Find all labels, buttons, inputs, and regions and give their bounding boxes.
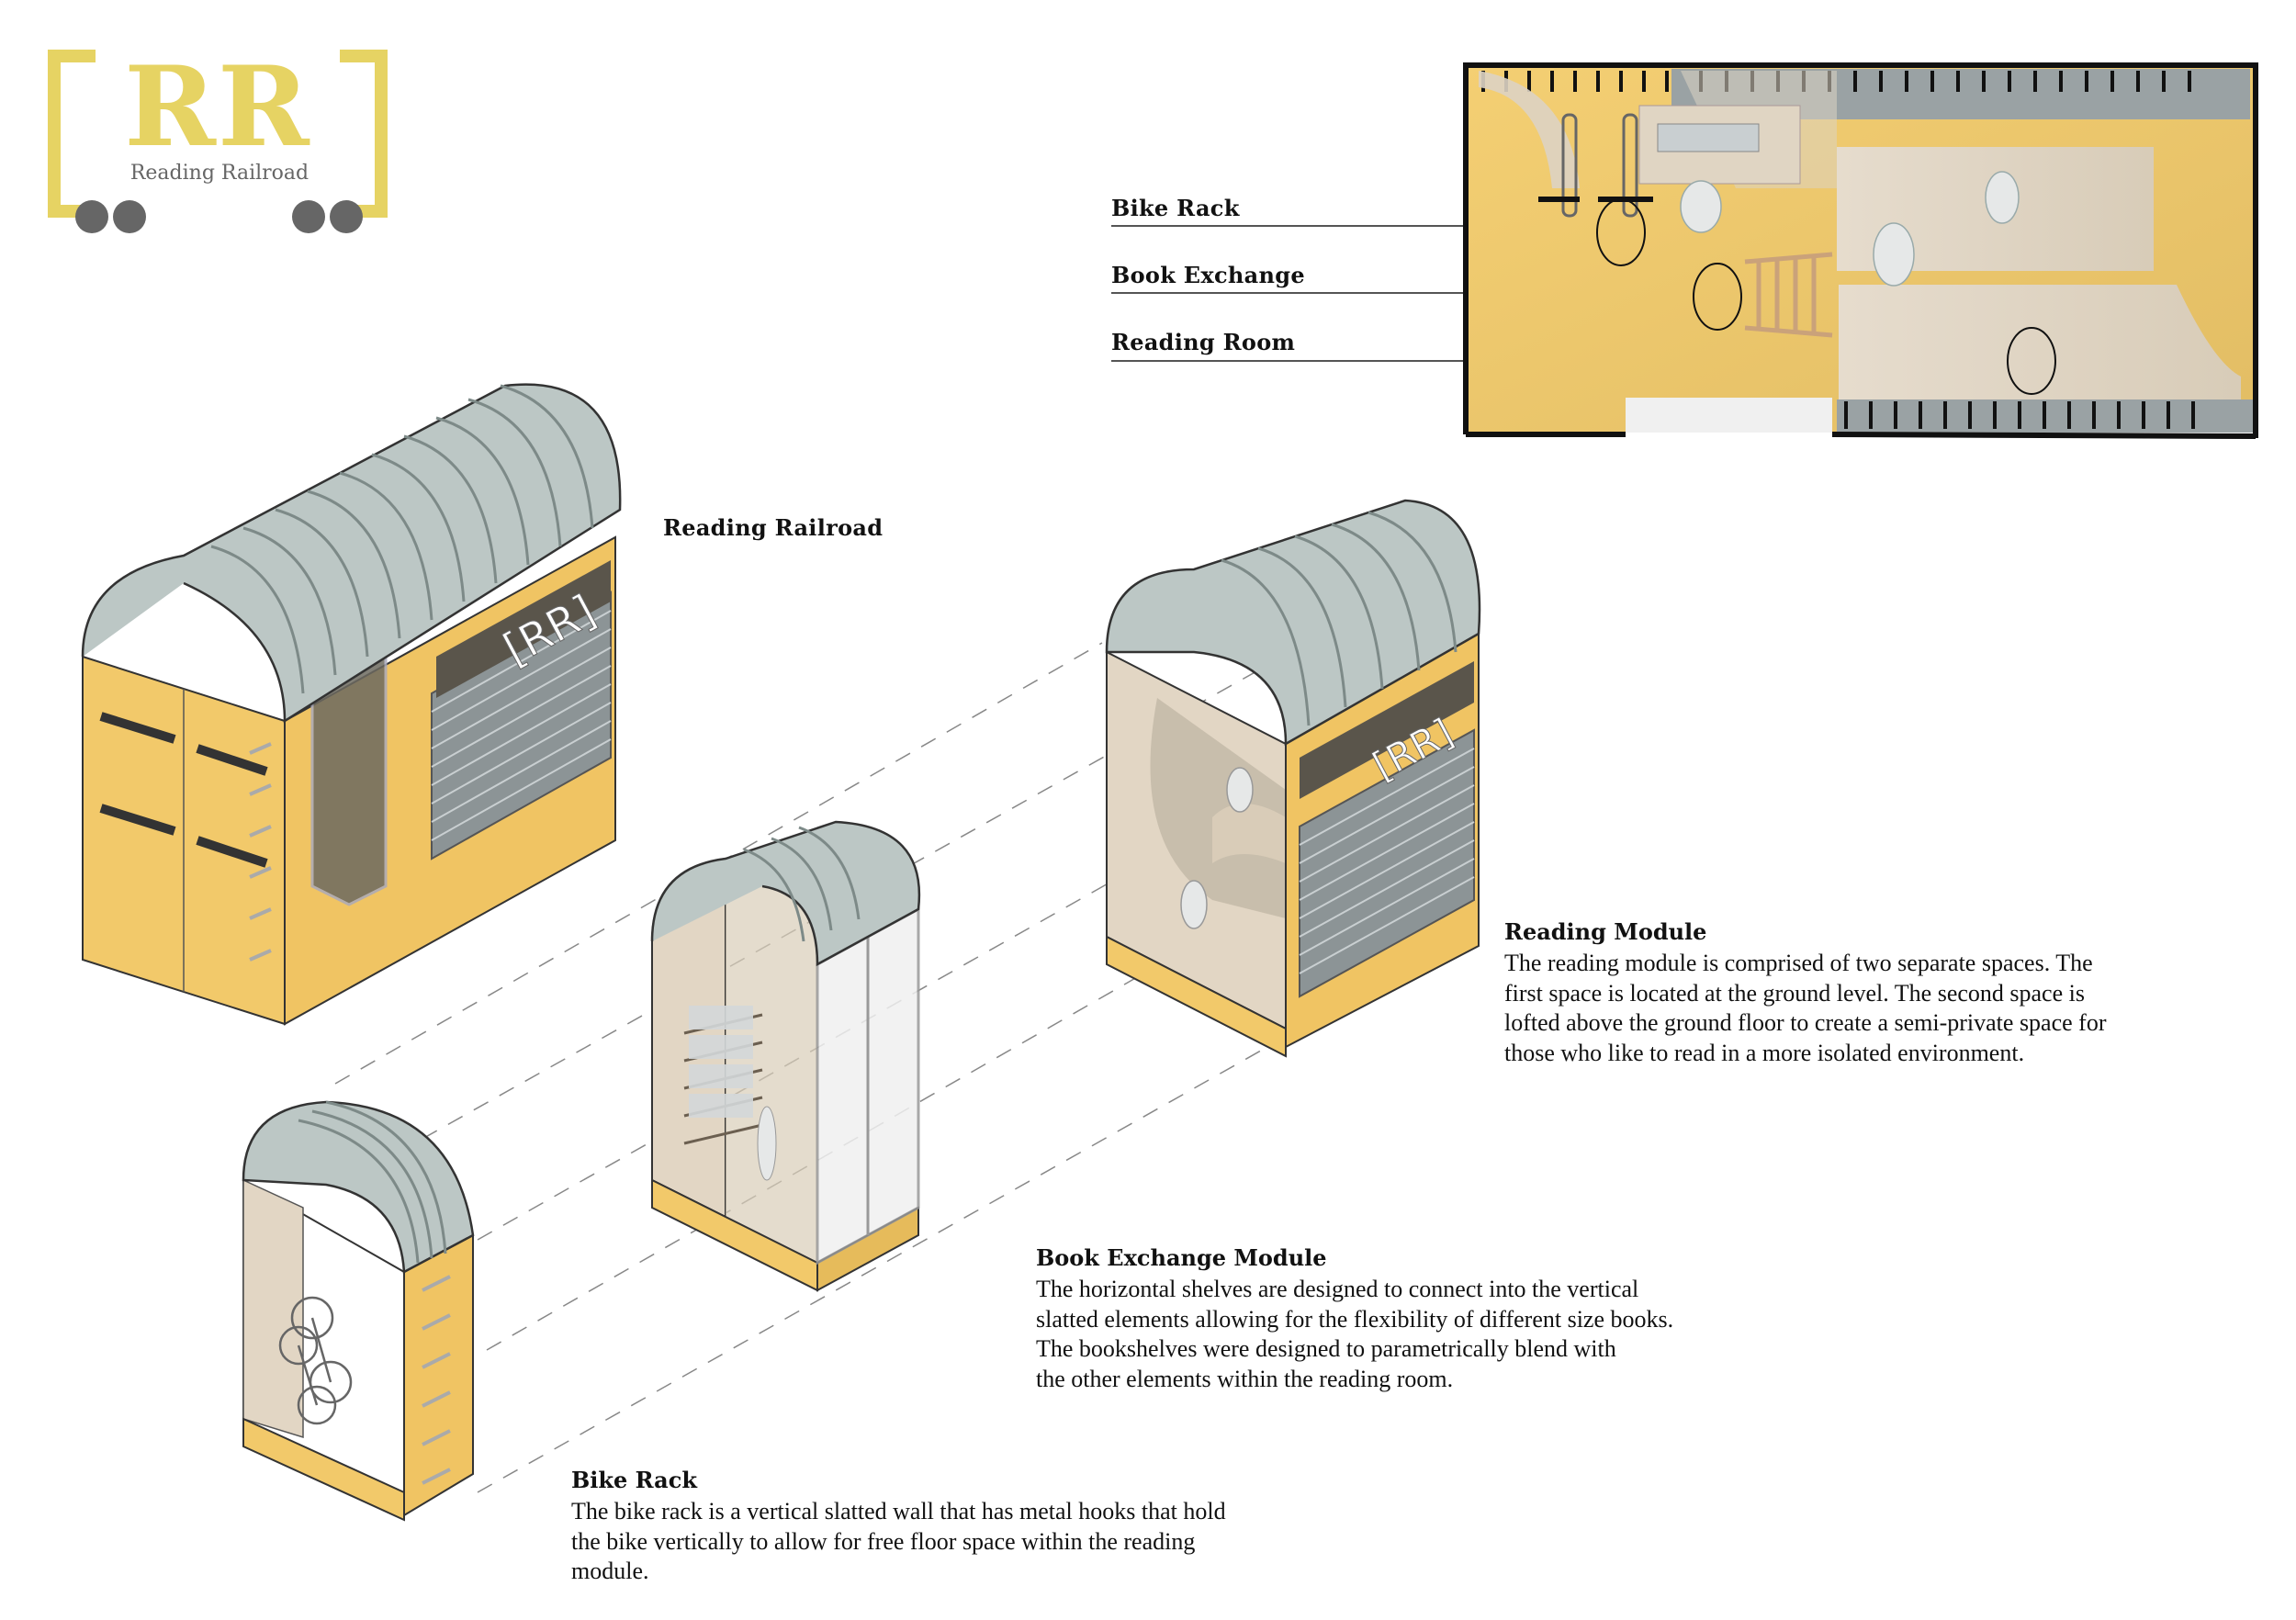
description-line: the bike vertically to allow for free fl… [571, 1527, 1196, 1555]
description-line: The reading module is comprised of two s… [1504, 950, 2093, 976]
callout-circle-bike-rack [1596, 198, 1646, 266]
bike-rack-slat-wall [242, 1178, 304, 1439]
book-exchange-roof [650, 820, 921, 967]
bike-rack-description: Bike Rack The bike rack is a vertical sl… [571, 1467, 1398, 1587]
book-exchange-module-description: Book Exchange Module The horizontal shel… [1036, 1244, 1863, 1394]
main-roof-ribs [210, 384, 594, 694]
main-louvre-lines [431, 610, 612, 841]
description-line: module. [571, 1558, 649, 1584]
description-line: the other elements within the reading ro… [1036, 1365, 1454, 1392]
reading-module-title: Reading Module [1504, 918, 1707, 945]
wheel-icon [292, 200, 325, 233]
plan-label-reading-room: Reading Room [1111, 329, 1296, 355]
plan-entrance [1626, 398, 1832, 433]
bike-rack-roof [242, 1100, 475, 1275]
projection-line [477, 1046, 1268, 1493]
logo-mark: RR [124, 42, 311, 172]
logo: RR Reading Railroad [48, 48, 388, 241]
leader-line [1111, 225, 1671, 227]
plan-label-book-exchange: Book Exchange [1111, 262, 1305, 288]
reading-module-description: Reading Module The reading module is com… [1504, 918, 2267, 1068]
logo-subtitle: Reading Railroad [129, 162, 310, 185]
plan-ladder [1744, 252, 1833, 338]
plan-slat-wall-bottom [1837, 399, 2255, 433]
bike-rack-hooks [422, 1275, 451, 1485]
wheel-icon [113, 200, 146, 233]
wheel-icon [75, 200, 108, 233]
description-line: first space is located at the ground lev… [1504, 979, 2085, 1007]
plan-label-bike-rack: Bike Rack [1111, 195, 1240, 221]
callout-circle-reading-room [2007, 327, 2056, 395]
main-model-drawing: [RR] [81, 383, 622, 1026]
bike-rack-title: Bike Rack [571, 1467, 697, 1493]
reading-louvre-panel [1299, 728, 1475, 998]
main-roof [81, 383, 622, 724]
leader-line [1111, 292, 1699, 294]
description-line: those who like to read in a more isolate… [1504, 1039, 2025, 1066]
reading-people [1180, 767, 1254, 929]
main-model-label: Reading Railroad [663, 514, 884, 541]
wheel-icon [330, 200, 363, 233]
callout-circle-book-exchange [1693, 263, 1742, 331]
plan-bookshelf [1638, 105, 1801, 185]
book-exchange-module-drawing [650, 820, 921, 1292]
book-exchange-module-title: Book Exchange Module [1036, 1244, 1327, 1271]
bike-rack-module-drawing [242, 1100, 475, 1522]
book-exchange-person [757, 1106, 777, 1181]
plan-people [1680, 171, 2020, 287]
description-line: The horizontal shelves are designed to c… [1036, 1276, 1639, 1302]
main-end-slots [99, 712, 268, 868]
main-hooks [249, 742, 272, 962]
reading-loft [1212, 804, 1286, 863]
description-line: The bookshelves were designed to paramet… [1036, 1335, 1616, 1362]
description-line: slatted elements allowing for the flexib… [1036, 1305, 1674, 1333]
reading-module-drawing: [RR] [1105, 499, 1481, 1058]
plan-loft-platform [1839, 285, 2241, 427]
main-clerestory [436, 560, 611, 698]
description-line: The bike rack is a vertical slatted wall… [571, 1498, 1226, 1524]
plan-outer-wall [1831, 432, 2257, 439]
plan-outer-wall [1463, 62, 2258, 438]
bike-icon [278, 1296, 353, 1425]
bike-rack-base [242, 1417, 405, 1522]
description-line: lofted above the ground floor to create … [1504, 1009, 2107, 1036]
floor-plan [1463, 62, 2258, 439]
